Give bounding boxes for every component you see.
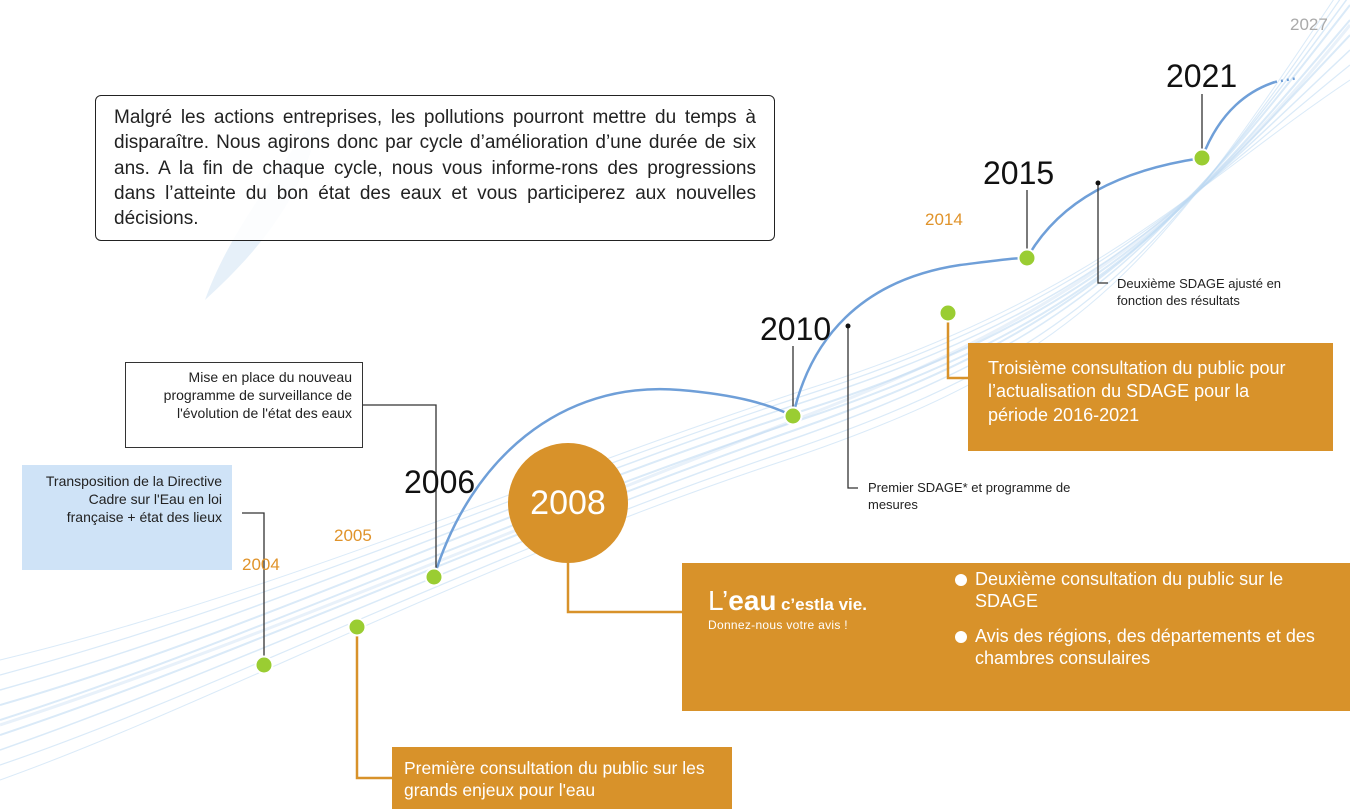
- year-2014: 2014: [925, 210, 963, 229]
- year-2008-badge: 2008: [508, 443, 628, 563]
- event-points: [845, 180, 1101, 329]
- year-2004: 2004: [242, 555, 280, 574]
- orange-connectors: [355, 313, 968, 780]
- cycle-curves: [432, 76, 1299, 578]
- consultation-troisieme: Troisième consultation du public pour l’…: [968, 343, 1333, 451]
- year-2005: 2005: [334, 526, 372, 545]
- bullet-text: Deuxième consultation du public sur le S…: [975, 569, 1284, 611]
- campaign-logo: L’eau c’estla vie. Donnez-nous votre avi…: [708, 585, 867, 632]
- bullet-dot: [955, 631, 967, 644]
- campaign-cest: c’est: [780, 595, 820, 614]
- connector-lines: [242, 94, 1203, 665]
- year-2010: 2010: [760, 311, 832, 347]
- year-2015: 2015: [983, 155, 1055, 191]
- campaign-eau: eau: [728, 585, 777, 616]
- consultation-bullets: Deuxième consultation du public sur le S…: [955, 569, 1335, 669]
- year-2027: 2027: [1290, 15, 1328, 34]
- consultation-premiere: Première consultation du public sur les …: [392, 747, 732, 809]
- bullet-item: Avis des régions, des départements et de…: [955, 626, 1335, 669]
- intro-text-box: Malgré les actions entreprises, les poll…: [95, 95, 775, 241]
- campaign-tagline: Donnez-nous votre avis !: [708, 618, 848, 632]
- note-premier-sdage: Premier SDAGE* et programme de mesures: [868, 480, 1071, 512]
- note-transposition: Transposition de la Directive Cadre sur …: [22, 465, 232, 570]
- water-ribbon: [0, 0, 1350, 781]
- campaign-la-vie: la vie.: [819, 595, 867, 614]
- consultation-2008-box: L’eau c’estla vie. Donnez-nous votre avi…: [682, 563, 1350, 711]
- note-surveillance: Mise en place du nouveau programme de su…: [125, 362, 363, 448]
- bullet-dot: [955, 574, 967, 586]
- milestone-dots: [254, 148, 1212, 675]
- bullet-item: Deuxième consultation du public sur le S…: [955, 569, 1335, 612]
- campaign-l: L’: [708, 585, 729, 616]
- year-2006: 2006: [404, 464, 476, 500]
- year-2021: 2021: [1166, 58, 1238, 94]
- bullet-text: Avis des régions, des départements et de…: [975, 626, 1315, 668]
- note-deuxieme-sdage: Deuxième SDAGE ajusté en fonction des ré…: [1117, 276, 1282, 308]
